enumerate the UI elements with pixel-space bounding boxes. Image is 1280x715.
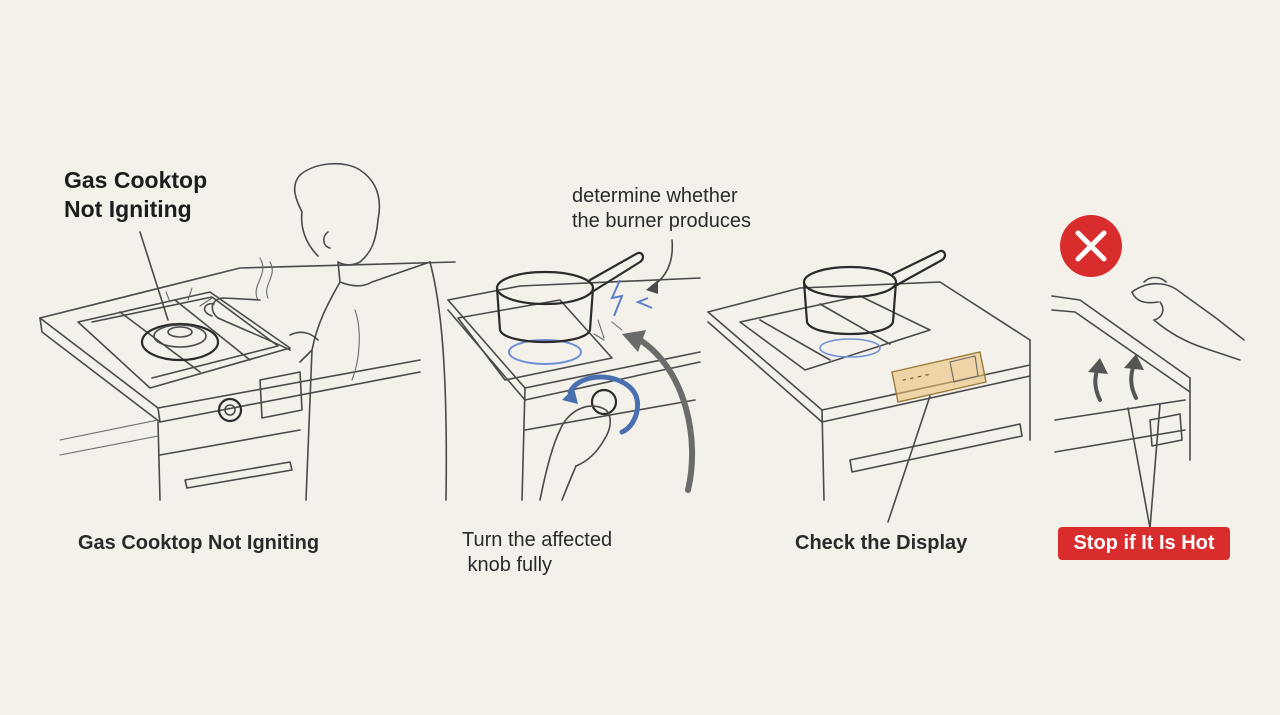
- warning-badge-text: Stop if It Is Hot: [1073, 532, 1215, 554]
- callout-title-text: Gas Cooktop Not Igniting: [64, 167, 208, 222]
- callout-burner-check: determine whether the burner produces: [572, 184, 751, 234]
- panel-2-scene: [447, 239, 701, 501]
- panel-3-scene: [707, 249, 1031, 523]
- warning-badge-hot: Stop if It Is Hot: [1058, 527, 1230, 560]
- caption-step-3: Check the Display: [795, 532, 968, 554]
- panel-4-scene: [1051, 276, 1245, 529]
- callout-burner-check-text: determine whether the burner produces: [572, 185, 752, 232]
- callout-leader-1: [139, 231, 169, 321]
- caption-step-1: Gas Cooktop Not Igniting: [78, 532, 320, 554]
- caption-step-2: Turn the affected knob fully: [462, 528, 612, 578]
- caption-step-2-text: Turn the affected knob fully: [462, 529, 613, 576]
- stop-x-icon: [1060, 215, 1122, 277]
- callout-title: Gas Cooktop Not Igniting: [64, 166, 207, 224]
- callout-leader-3: [887, 395, 931, 523]
- panel-1-scene: [39, 162, 456, 501]
